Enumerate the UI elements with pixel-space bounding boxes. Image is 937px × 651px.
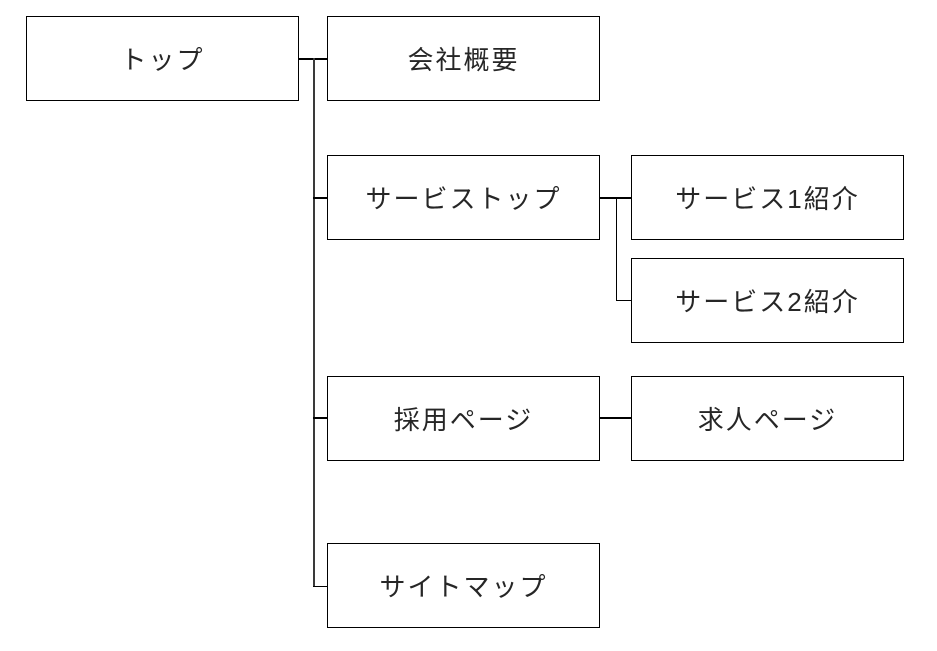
- node-company-overview-label: 会社概要: [407, 45, 520, 75]
- connector-branch-to-service2: [616, 299, 631, 301]
- node-sitemap-page-label: サイトマップ: [379, 572, 548, 602]
- node-top-page-label: トップ: [120, 45, 205, 75]
- node-service-top[interactable]: サービストップ: [327, 155, 600, 240]
- node-jobs-page[interactable]: 求人ページ: [631, 376, 904, 461]
- node-service2-intro[interactable]: サービス2紹介: [631, 258, 904, 343]
- node-service2-intro-label: サービス2紹介: [675, 287, 860, 317]
- node-company-overview[interactable]: 会社概要: [327, 16, 600, 101]
- node-jobs-page-label: 求人ページ: [697, 405, 838, 435]
- node-service1-intro[interactable]: サービス1紹介: [631, 155, 904, 240]
- node-service-top-label: サービストップ: [365, 184, 562, 214]
- connector-trunk-to-sitemap: [313, 585, 327, 587]
- node-service1-intro-label: サービス1紹介: [675, 184, 860, 214]
- node-top-page[interactable]: トップ: [26, 16, 299, 101]
- connector-trunk-vertical: [312, 58, 315, 587]
- connector-trunk-to-service-top: [313, 197, 327, 199]
- connector-trunk-to-recruit: [313, 417, 327, 419]
- node-recruit-page-label: 採用ページ: [393, 405, 534, 435]
- node-recruit-page[interactable]: 採用ページ: [327, 376, 600, 461]
- node-sitemap-page[interactable]: サイトマップ: [327, 543, 600, 628]
- connector-service-branch-vertical: [615, 197, 617, 301]
- connector-recruit-to-jobs: [600, 417, 631, 419]
